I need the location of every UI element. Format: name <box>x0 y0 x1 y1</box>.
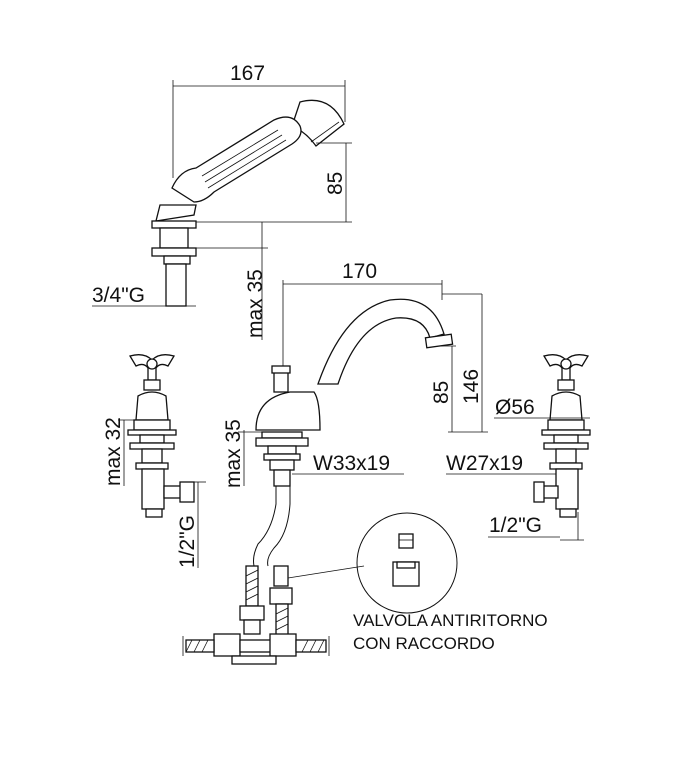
dim-146: 146 <box>460 369 483 404</box>
callout-line-2: CON RACCORDO <box>353 634 495 653</box>
dim-85-shower: 85 <box>324 172 347 195</box>
dim-max35-spout: max 35 <box>222 419 245 488</box>
dim-thread-shower: 3/4"G <box>92 284 145 307</box>
dim-167: 167 <box>230 62 265 85</box>
dim-85-spout: 85 <box>430 381 453 404</box>
left-valve: max 32 1/2"G <box>102 354 206 568</box>
hand-shower: 167 85 max 35 3/4"G <box>92 62 352 340</box>
callout-line-1: VALVOLA ANTIRITORNO <box>353 611 548 630</box>
dim-max35-shower: max 35 <box>244 269 267 338</box>
spout: 170 146 85 max 35 W33x19 <box>182 260 488 665</box>
dim-thread-left: 1/2"G <box>176 515 199 568</box>
dim-w27x19: W27x19 <box>446 452 523 475</box>
dim-max32: max 32 <box>102 417 125 486</box>
dim-thread-right: 1/2"G <box>489 514 542 537</box>
dim-diameter: Ø56 <box>495 396 535 419</box>
check-valve-callout: VALVOLA ANTIRITORNO CON RACCORDO <box>353 512 548 653</box>
dim-170: 170 <box>342 260 377 283</box>
dim-w33x19: W33x19 <box>313 452 390 475</box>
right-valve: Ø56 W27x19 1/2"G <box>446 354 591 541</box>
